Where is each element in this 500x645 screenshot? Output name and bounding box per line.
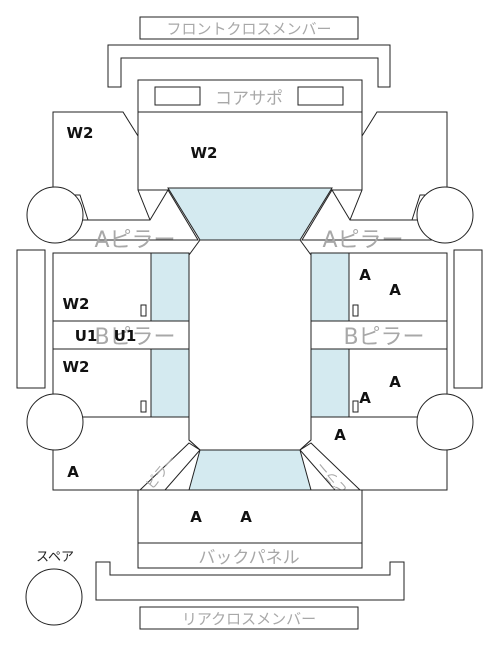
mark-a-door-front-right-2: A: [389, 281, 401, 299]
front-cross-member-label: フロントクロスメンバー: [166, 20, 331, 38]
rear-cross-member-box[interactable]: [139, 606, 359, 630]
mark-u1-b-pillar-left-2: U1: [114, 327, 137, 345]
wheel-rear-left[interactable]: [26, 393, 84, 451]
door-handle-rear-right: [352, 400, 359, 413]
mark-w2-front-fender-left: W2: [67, 124, 94, 142]
rear-cross-member-label: リアクロスメンバー: [182, 610, 316, 628]
wheel-front-left[interactable]: [26, 186, 84, 244]
b-pillar-right-label: Bピラー: [343, 325, 424, 350]
rear-window[interactable]: [188, 449, 312, 491]
b-pillar-right[interactable]: [310, 320, 448, 350]
rocker-panel-left[interactable]: [16, 249, 46, 389]
back-panel[interactable]: [137, 542, 363, 569]
door-handle-rear-left: [140, 400, 147, 413]
mark-w2-hood: W2: [191, 144, 218, 162]
a-pillar-left-label: Aピラー: [94, 228, 175, 253]
spare-label: スペア: [36, 550, 74, 565]
mark-a-rear-quarter-left: A: [67, 463, 79, 481]
door-handle-front-right: [352, 304, 359, 317]
mark-w2-door-front-left: W2: [63, 295, 90, 313]
back-panel-label: バックパネル: [198, 548, 299, 568]
hood[interactable]: [137, 111, 363, 191]
b-pillar-left[interactable]: [52, 320, 190, 350]
core-support-label: コアサポ: [215, 89, 283, 109]
mark-a-door-rear-right-2: A: [359, 389, 371, 407]
front-cross-member-box[interactable]: [139, 16, 359, 40]
window-rear-right[interactable]: [310, 348, 350, 418]
spare-tire[interactable]: [25, 568, 83, 626]
mark-a-rear-quarter-right: A: [334, 426, 346, 444]
mark-a-door-rear-right-1: A: [389, 373, 401, 391]
mark-a-trunk-2: A: [240, 508, 252, 526]
wheel-front-right[interactable]: [416, 186, 474, 244]
mark-a-trunk-1: A: [190, 508, 202, 526]
mark-u1-b-pillar-left-1: U1: [75, 327, 98, 345]
window-front-right[interactable]: [310, 252, 350, 322]
wheel-rear-right[interactable]: [416, 393, 474, 451]
door-handle-front-left: [140, 304, 147, 317]
mark-w2-door-rear-left: W2: [63, 358, 90, 376]
roof[interactable]: [188, 239, 312, 451]
mark-a-door-front-right-1: A: [359, 266, 371, 284]
a-pillar-right-label: Aピラー: [322, 228, 403, 253]
rocker-panel-right[interactable]: [453, 249, 483, 389]
trunk-lid[interactable]: [137, 489, 363, 544]
window-rear-left[interactable]: [150, 348, 190, 418]
core-support-headlight-right: [297, 86, 344, 106]
b-pillar-left-label: Bピラー: [94, 325, 175, 350]
front-cross-member-bracket[interactable]: [107, 44, 391, 88]
core-support-headlight-left: [154, 86, 201, 106]
rear-cross-member-bracket[interactable]: [95, 561, 405, 601]
window-front-left[interactable]: [150, 252, 190, 322]
